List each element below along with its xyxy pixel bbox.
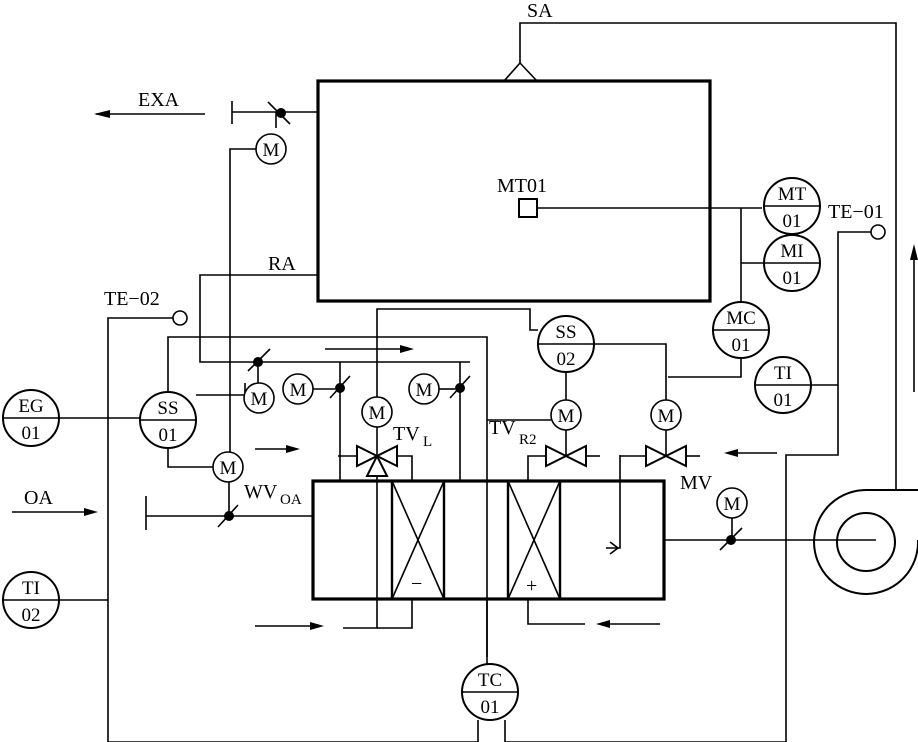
ss02-input-line: [376, 308, 538, 402]
svg-text:MT: MT: [778, 184, 807, 205]
tvl-return-line: [377, 599, 413, 629]
oa-damper-line: [145, 480, 313, 530]
svg-text:01: 01: [774, 390, 793, 411]
exhaust-motor-signal-line: [229, 148, 256, 463]
oa-arrow: [12, 508, 98, 516]
chw-return-arrow: [255, 622, 324, 630]
label-oa: OA: [24, 487, 53, 509]
label-mt01: MT01: [497, 175, 547, 197]
ss01-right-line: [196, 383, 246, 396]
label-te02: TE−02: [104, 288, 160, 310]
instrument-mt01: MT 01: [763, 177, 821, 235]
svg-text:SS: SS: [555, 322, 576, 343]
svg-text:TC: TC: [478, 670, 502, 691]
label-tvr-sub: R2: [519, 432, 537, 448]
svg-text:01: 01: [783, 211, 802, 232]
exhaust-damper-pivot: [276, 108, 286, 118]
svg-text:MI: MI: [780, 241, 803, 262]
hw-return-arrow: [596, 620, 660, 628]
wv-motor-icon: [212, 451, 244, 483]
instrument-ti01: TI 01: [754, 356, 812, 414]
instrument-mc01: MC 01: [712, 301, 770, 359]
steam-inlet-arrow: [724, 449, 777, 457]
return-damper-1: [247, 348, 271, 383]
label-wv: WV: [244, 481, 278, 503]
tvl-pipe-right: [397, 455, 413, 481]
ss02-to-mv-line: [594, 343, 667, 402]
ahu-box: [311, 479, 666, 601]
return-damper-3: [449, 362, 471, 480]
exhaust-arrow: [94, 110, 205, 118]
room-box: [316, 79, 712, 303]
humidifier-inlet: [606, 455, 621, 555]
label-wv-sub: OA: [280, 492, 302, 508]
te02-sensor-icon: [172, 310, 188, 326]
label-exa: EXA: [138, 89, 180, 111]
wv-motor-label: M: [220, 458, 237, 479]
svg-text:01: 01: [481, 697, 500, 718]
label-tvr: TV: [489, 417, 516, 439]
flow-arrow-up: [910, 244, 918, 392]
return-damper-2-motor-label: M: [290, 380, 307, 401]
return-damper-3-motor-label: M: [416, 380, 433, 401]
label-plus: +: [526, 575, 537, 597]
svg-text:01: 01: [732, 335, 751, 356]
return-damper-2: [329, 362, 351, 480]
label-tvl-sub: L: [423, 434, 432, 450]
svg-text:SS: SS: [157, 398, 178, 419]
svg-text:01: 01: [159, 425, 178, 446]
svg-text:01: 01: [22, 423, 41, 444]
svg-text:02: 02: [557, 349, 576, 370]
fan-outlet-damper: [719, 518, 743, 551]
instrument-tc01: TC 01: [461, 663, 519, 721]
return-air-line: [199, 274, 318, 363]
instrument-ti02: TI 02: [2, 571, 60, 629]
tvl-pipe-down: [343, 476, 378, 629]
label-te01: TE−01: [828, 201, 884, 223]
instrument-eg01: EG 01: [2, 389, 60, 447]
mt01-sensor-icon: [518, 198, 538, 218]
supply-air-line: [503, 22, 897, 490]
label-minus: −: [411, 573, 422, 595]
label-tvl: TV: [393, 423, 420, 445]
label-mv: MV: [680, 472, 713, 494]
svg-text:TI: TI: [774, 363, 792, 384]
svg-text:TI: TI: [22, 578, 40, 599]
return-air-arrow: [260, 345, 470, 363]
instrument-ss01: SS 01: [139, 391, 197, 449]
cooling-coil-icon: [391, 480, 445, 600]
svg-text:EG: EG: [18, 396, 44, 417]
return-damper-1-motor-label: M: [251, 389, 268, 410]
te01-signal-line: [504, 231, 871, 742]
chw-supply-arrow: [255, 445, 300, 453]
te01-sensor-icon: [870, 224, 886, 240]
supply-fan-icon: [813, 488, 918, 595]
mv-motor-label: M: [658, 406, 675, 427]
label-ra: RA: [268, 253, 296, 275]
instrument-mi01: MI 01: [763, 234, 821, 292]
return-damper-1-motor-icon: [243, 382, 275, 414]
ss01-to-wv-line: [167, 448, 214, 468]
label-sa: SA: [527, 0, 553, 22]
te02-signal-line: [107, 317, 479, 742]
tvr-motor-label: M: [558, 406, 575, 427]
mc01-output-line: [668, 358, 742, 378]
tvl-motor-label: M: [369, 403, 386, 424]
exhaust-damper-motor-label: M: [263, 140, 280, 161]
fan-damper-motor-label: M: [724, 494, 741, 515]
ss01-top-line: [167, 336, 488, 657]
svg-text:MC: MC: [726, 308, 756, 329]
svg-text:01: 01: [783, 268, 802, 289]
svg-text:02: 02: [22, 605, 41, 626]
tvr-pipe-return: [527, 599, 585, 625]
tvr-pipe-left: [527, 455, 546, 481]
exhaust-damper-line: [231, 101, 318, 128]
heating-coil-icon: [507, 480, 561, 600]
instrument-ss02: SS 02: [537, 315, 595, 373]
